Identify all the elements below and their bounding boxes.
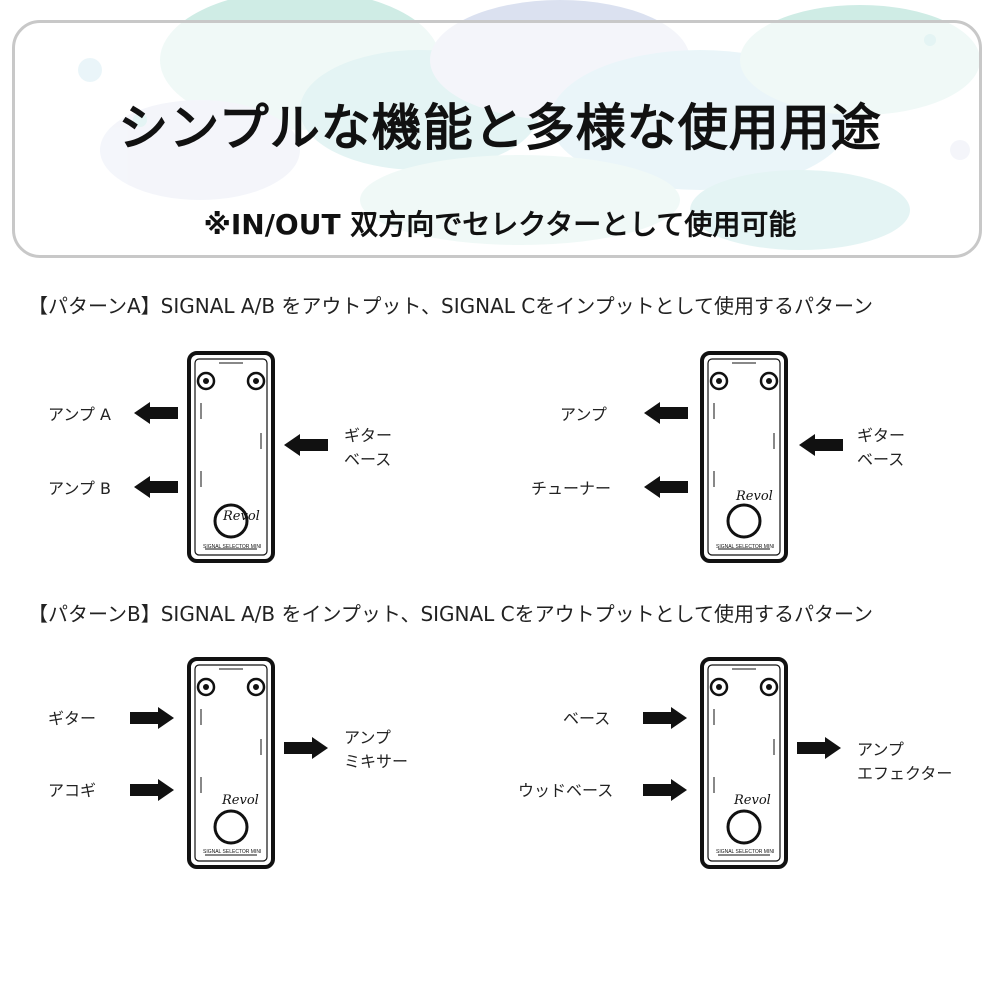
label-amp: アンプ	[560, 405, 607, 424]
pedal-a-left	[187, 351, 275, 563]
section-b-heading: 【パターンB】SIGNAL A/B をインプット、SIGNAL Cをアウトプット…	[28, 602, 874, 626]
banner-title: シンプルな機能と多様な使用用途	[118, 99, 882, 157]
arrow-out-left	[284, 737, 328, 759]
banner-subtitle: ※IN/OUT 双方向でセレクターとして使用可能	[203, 208, 797, 241]
pedal-model: SIGNAL SELECTOR MINI	[203, 849, 261, 855]
arrow-in-b-right	[643, 779, 687, 801]
arrow-in-a-right	[643, 707, 687, 729]
label-input-left-a: ギター ベース	[344, 426, 393, 469]
label-upright-bass: ウッドベース	[518, 781, 614, 800]
label-acoustic-guitar: アコギ	[48, 781, 97, 800]
arrow-out-right	[797, 737, 841, 759]
label-amp-b: アンプ B	[48, 479, 111, 498]
pedal-logo: Revol	[735, 489, 773, 504]
pedal-logo: Revol	[222, 509, 260, 524]
label-output-left-b: アンプ ミキサー	[344, 728, 409, 771]
arrow-in-left	[284, 434, 328, 456]
label-bass: ベース	[563, 709, 611, 728]
arrow-out-a-left	[134, 402, 178, 424]
section-a-heading: 【パターンA】SIGNAL A/B をアウトプット、SIGNAL Cをインプット…	[28, 294, 874, 318]
pedal-a-right	[700, 351, 788, 563]
pedal-b-left	[187, 657, 275, 869]
label-guitar: ギター	[48, 709, 97, 728]
pedal-model: SIGNAL SELECTOR MINI	[716, 849, 774, 855]
label-input-right-a: ギター ベース	[857, 426, 906, 469]
banner-box	[12, 20, 982, 258]
pedal-model: SIGNAL SELECTOR MINI	[716, 544, 774, 550]
arrow-out-b-right	[644, 476, 688, 498]
pedal-model: SIGNAL SELECTOR MINI	[203, 544, 261, 550]
arrow-out-a-right	[644, 402, 688, 424]
arrow-in-b-left	[130, 779, 174, 801]
label-output-right-b: アンプ エフェクター	[857, 740, 953, 783]
arrow-in-right	[799, 434, 843, 456]
arrow-in-a-left	[130, 707, 174, 729]
pedal-logo: Revol	[733, 793, 771, 808]
pedal-b-right	[700, 657, 788, 869]
label-amp-a: アンプ A	[48, 405, 111, 424]
pedal-logo: Revol	[221, 793, 259, 808]
arrow-out-b-left	[134, 476, 178, 498]
label-tuner: チューナー	[531, 479, 612, 498]
